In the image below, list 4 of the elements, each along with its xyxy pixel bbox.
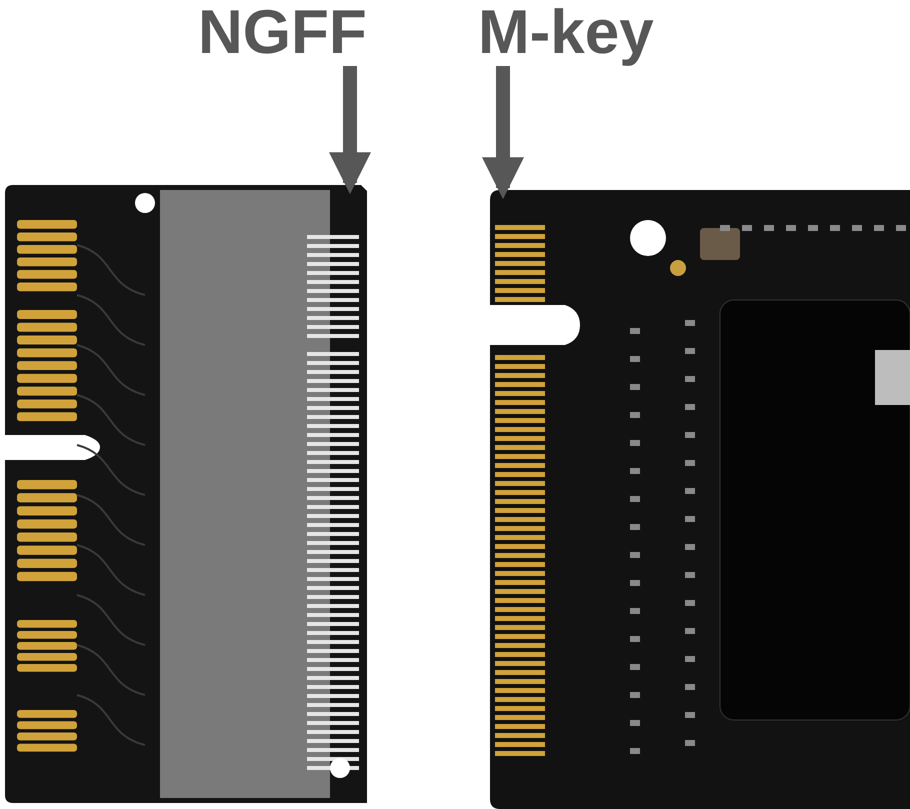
callout-label: M-key <box>478 2 655 64</box>
callout-label: NGFF <box>198 2 368 64</box>
arrow <box>482 66 524 200</box>
arrow <box>329 66 371 194</box>
